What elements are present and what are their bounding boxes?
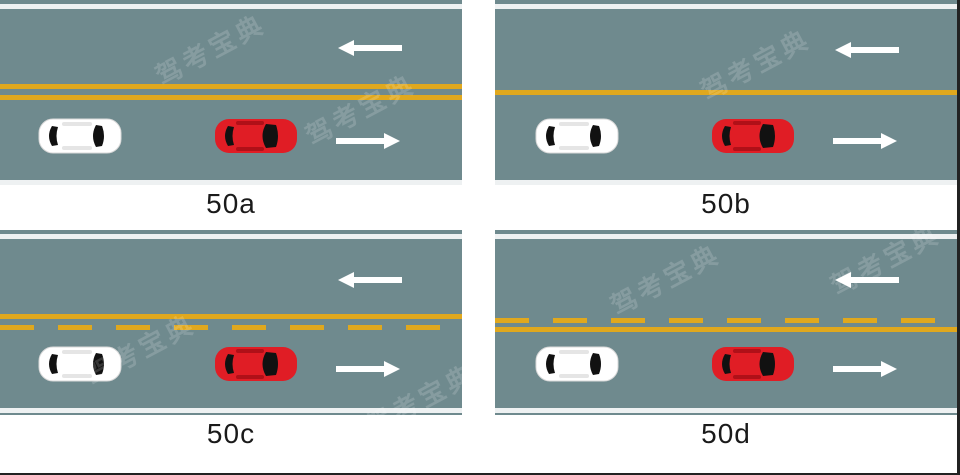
red-car-icon	[712, 347, 794, 381]
road-bottom-edge-line	[0, 408, 462, 413]
white-car-icon	[535, 346, 619, 382]
road: 驾考宝典 驾考宝典	[495, 218, 957, 415]
red-car-icon	[712, 119, 794, 153]
road-top-edge-line	[495, 4, 957, 9]
watermark: 驾考宝典	[150, 8, 271, 92]
red-car-icon	[215, 347, 297, 381]
panel-caption: 50b	[701, 188, 751, 219]
white-car-icon	[38, 346, 122, 382]
panel-caption: 50d	[701, 418, 751, 449]
left-arrow-icon	[338, 272, 402, 288]
road-top-edge-line	[495, 234, 957, 239]
image-border-right	[957, 0, 960, 475]
right-arrow-icon	[833, 361, 897, 377]
center-solid-line-1	[0, 84, 462, 89]
right-arrow-icon	[336, 361, 400, 377]
road: 驾考宝典 驾考宝典	[0, 0, 462, 185]
right-arrow-icon	[833, 133, 897, 149]
watermark: 驾考宝典	[605, 238, 726, 322]
center-solid-line	[495, 90, 957, 95]
white-car-icon	[38, 118, 122, 154]
white-car-icon	[535, 118, 619, 154]
center-solid-line	[0, 314, 462, 319]
center-dashed-line	[495, 318, 957, 323]
center-solid-line-2	[0, 95, 462, 100]
center-dashed-line	[0, 325, 462, 330]
road-top-edge-line	[0, 234, 462, 239]
panel-caption: 50c	[206, 418, 256, 449]
right-arrow-icon	[336, 133, 400, 149]
left-arrow-icon	[338, 40, 402, 56]
road: 驾考宝典	[495, 0, 957, 185]
left-arrow-icon	[835, 42, 899, 58]
watermark: 驾考宝典	[825, 218, 946, 302]
road-bottom-edge-line	[495, 408, 957, 413]
red-car-icon	[215, 119, 297, 153]
road-bottom-edge-line	[0, 180, 462, 185]
left-arrow-icon	[835, 272, 899, 288]
road-top-edge-line	[0, 4, 462, 9]
center-solid-line	[495, 327, 957, 332]
road: 驾考宝典 驾考宝典	[0, 230, 481, 441]
panel-caption: 50a	[206, 188, 256, 219]
road-bottom-edge-line	[495, 180, 957, 185]
image-border-bottom	[0, 473, 960, 475]
